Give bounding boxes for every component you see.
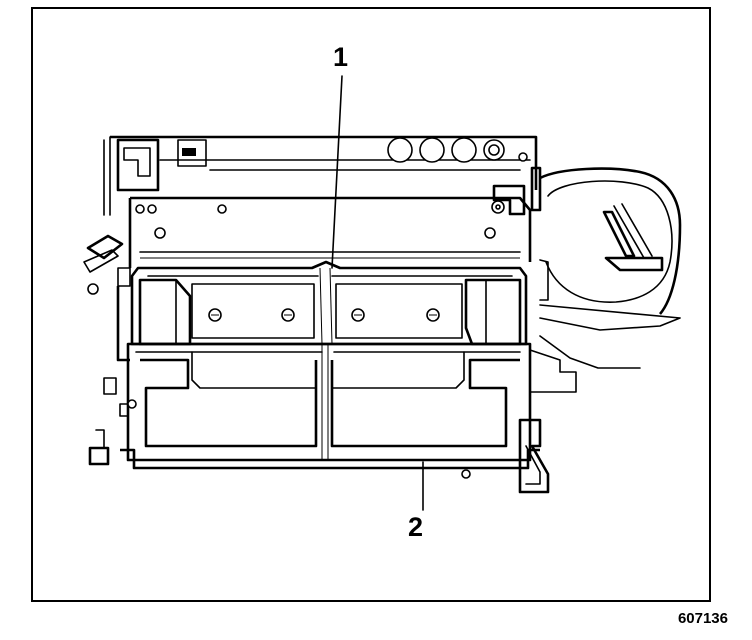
blower-housing xyxy=(529,167,682,393)
figure-id-label: 607136 xyxy=(677,610,728,627)
left-hardware xyxy=(83,234,131,417)
callout-label-1: 1 xyxy=(333,42,349,72)
mounting-plate xyxy=(128,166,542,268)
filter-housing xyxy=(88,342,550,494)
leader-line-1 xyxy=(331,75,343,269)
callout-label-2: 2 xyxy=(408,512,424,542)
figure-frame xyxy=(31,7,711,602)
upper-housing xyxy=(103,135,538,216)
filter-access-cover xyxy=(130,260,528,346)
